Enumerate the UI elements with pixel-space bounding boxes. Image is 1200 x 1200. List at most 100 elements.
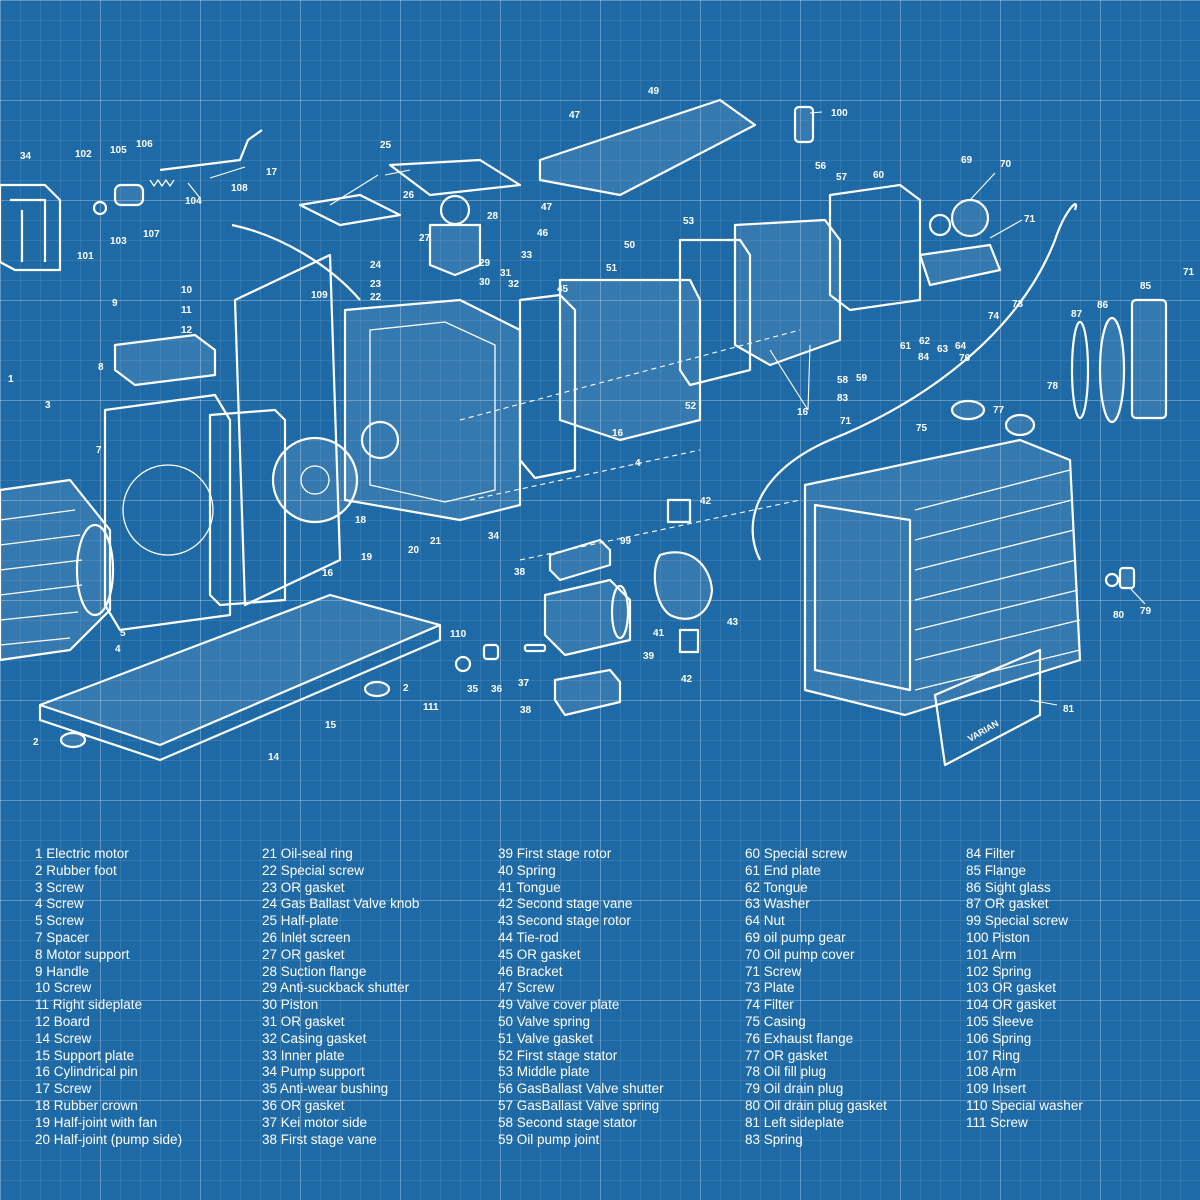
part-34-pump-support bbox=[343, 298, 522, 522]
part-52-stator-1 bbox=[558, 278, 702, 442]
callout-47: 47 bbox=[541, 202, 553, 213]
legend-item: 19 Half-joint with fan bbox=[35, 1114, 158, 1130]
callout-12: 12 bbox=[181, 325, 193, 336]
callout-81: 81 bbox=[1063, 704, 1075, 715]
callout-27: 27 bbox=[419, 233, 431, 244]
part-28-flange bbox=[428, 223, 482, 277]
part-9-handle bbox=[113, 333, 217, 387]
part-78-plug bbox=[1004, 413, 1036, 437]
callout-84: 84 bbox=[918, 352, 930, 363]
leader-lines bbox=[187, 111, 1146, 706]
legend-item: 60 Special screw bbox=[745, 846, 848, 861]
legend-item: 37 Kei motor side bbox=[262, 1114, 368, 1130]
legend-item: 12 Board bbox=[35, 1013, 90, 1029]
callout-71: 71 bbox=[1183, 267, 1195, 278]
legend-item: 78 Oil fill plug bbox=[745, 1064, 827, 1080]
callout-74: 74 bbox=[988, 311, 1000, 322]
legend-item: 27 OR gasket bbox=[262, 946, 345, 962]
exploded-pump-diagram: VARIAN 1 2 2 3 4 4 5 7 8 bbox=[0, 86, 1195, 767]
legend-item: 8 Motor support bbox=[35, 946, 130, 962]
callout-73: 73 bbox=[1012, 299, 1024, 310]
callout-83: 83 bbox=[837, 393, 849, 404]
part-74-filter bbox=[918, 243, 1002, 287]
callout-32: 32 bbox=[508, 279, 520, 290]
legend-item: 85 Flange bbox=[966, 862, 1027, 878]
legend-item: 75 Casing bbox=[745, 1013, 806, 1029]
legend-item: 77 OR gasket bbox=[745, 1047, 828, 1063]
legend-item: 51 Valve gasket bbox=[498, 1030, 594, 1046]
legend-item: 33 Inner plate bbox=[262, 1047, 345, 1063]
callout-4: 4 bbox=[635, 458, 641, 469]
callout-86: 86 bbox=[1097, 300, 1109, 311]
callout-109: 109 bbox=[311, 290, 328, 301]
part-85-flange bbox=[1130, 298, 1168, 420]
legend-item: 63 Washer bbox=[745, 896, 810, 912]
legend-item: 36 OR gasket bbox=[262, 1097, 345, 1113]
part-70-cover bbox=[950, 198, 990, 238]
callout-110: 110 bbox=[450, 629, 467, 640]
callout-87: 87 bbox=[1071, 309, 1083, 320]
callout-75: 75 bbox=[916, 423, 928, 434]
legend-item: 53 Middle plate bbox=[498, 1064, 590, 1080]
legend-item: 2 Rubber foot bbox=[35, 862, 117, 878]
callout-47: 47 bbox=[569, 110, 581, 121]
legend-item: 42 Second stage vane bbox=[498, 896, 633, 912]
callout-59: 59 bbox=[856, 373, 868, 384]
part-25-half-plate-b bbox=[388, 158, 522, 197]
callout-56: 56 bbox=[815, 161, 827, 172]
part-42-vane-b bbox=[678, 628, 700, 654]
legend-item: 29 Anti-suckback shutter bbox=[262, 980, 410, 996]
callout-1: 1 bbox=[8, 374, 14, 385]
part-2-foot-b bbox=[59, 731, 87, 749]
legend-item: 107 Ring bbox=[966, 1047, 1021, 1063]
part-86-sight-glass bbox=[1098, 316, 1126, 424]
legend-item: 69 oil pump gear bbox=[745, 929, 846, 945]
legend-item: 79 Oil drain plug bbox=[745, 1081, 844, 1097]
legend-item: 52 First stage stator bbox=[498, 1047, 618, 1063]
part-11-sideplate bbox=[233, 253, 342, 607]
callout-71: 71 bbox=[1024, 214, 1036, 225]
legend-item: 101 Arm bbox=[966, 946, 1017, 962]
legend-item: 47 Screw bbox=[498, 980, 555, 996]
callout-17: 17 bbox=[266, 167, 278, 178]
callout-31: 31 bbox=[500, 268, 512, 279]
part-106-spring bbox=[149, 178, 175, 188]
callout-80: 80 bbox=[1113, 610, 1125, 621]
callout-78: 78 bbox=[1047, 381, 1059, 392]
parts: VARIAN bbox=[0, 98, 1168, 767]
legend-item: 44 Tie-rod bbox=[498, 929, 559, 945]
legend-item: 84 Filter bbox=[966, 846, 1015, 861]
legend-item: 46 Bracket bbox=[498, 963, 563, 979]
callout-16: 16 bbox=[612, 428, 624, 439]
callout-111: 111 bbox=[423, 702, 439, 713]
legend-item: 34 Pump support bbox=[262, 1064, 365, 1080]
part-26-screen bbox=[439, 194, 471, 226]
legend-item: 4 Screw bbox=[35, 896, 84, 912]
legend-item: 35 Anti-wear bushing bbox=[262, 1081, 389, 1097]
callout-25: 25 bbox=[380, 140, 392, 151]
legend-item: 104 OR gasket bbox=[966, 997, 1057, 1013]
legend-item: 7 Spacer bbox=[35, 929, 90, 945]
callout-labels: 1 2 2 3 4 4 5 7 8 9 10 11 12 14 15 16 16… bbox=[8, 86, 1195, 763]
part-87-gasket bbox=[1070, 320, 1090, 420]
callout-22: 22 bbox=[370, 292, 382, 303]
callout-8: 8 bbox=[98, 362, 104, 373]
legend-item: 21 Oil-seal ring bbox=[262, 846, 353, 861]
callout-37: 37 bbox=[518, 678, 530, 689]
legend-item: 5 Screw bbox=[35, 913, 84, 929]
callout-100: 100 bbox=[831, 108, 848, 119]
callout-18: 18 bbox=[355, 515, 367, 526]
callout-43: 43 bbox=[727, 617, 739, 628]
part-19-fan-hub bbox=[300, 465, 330, 495]
legend-item: 87 OR gasket bbox=[966, 896, 1049, 912]
callout-69: 69 bbox=[961, 155, 973, 166]
callout-15: 15 bbox=[325, 720, 337, 731]
legend-item: 99 Special screw bbox=[966, 913, 1069, 929]
legend-item: 86 Sight glass bbox=[966, 879, 1051, 895]
legend-item: 64 Nut bbox=[745, 913, 785, 929]
callout-16: 16 bbox=[322, 568, 334, 579]
part-75-casing-fins bbox=[914, 469, 1081, 691]
callout-42: 42 bbox=[700, 496, 712, 507]
